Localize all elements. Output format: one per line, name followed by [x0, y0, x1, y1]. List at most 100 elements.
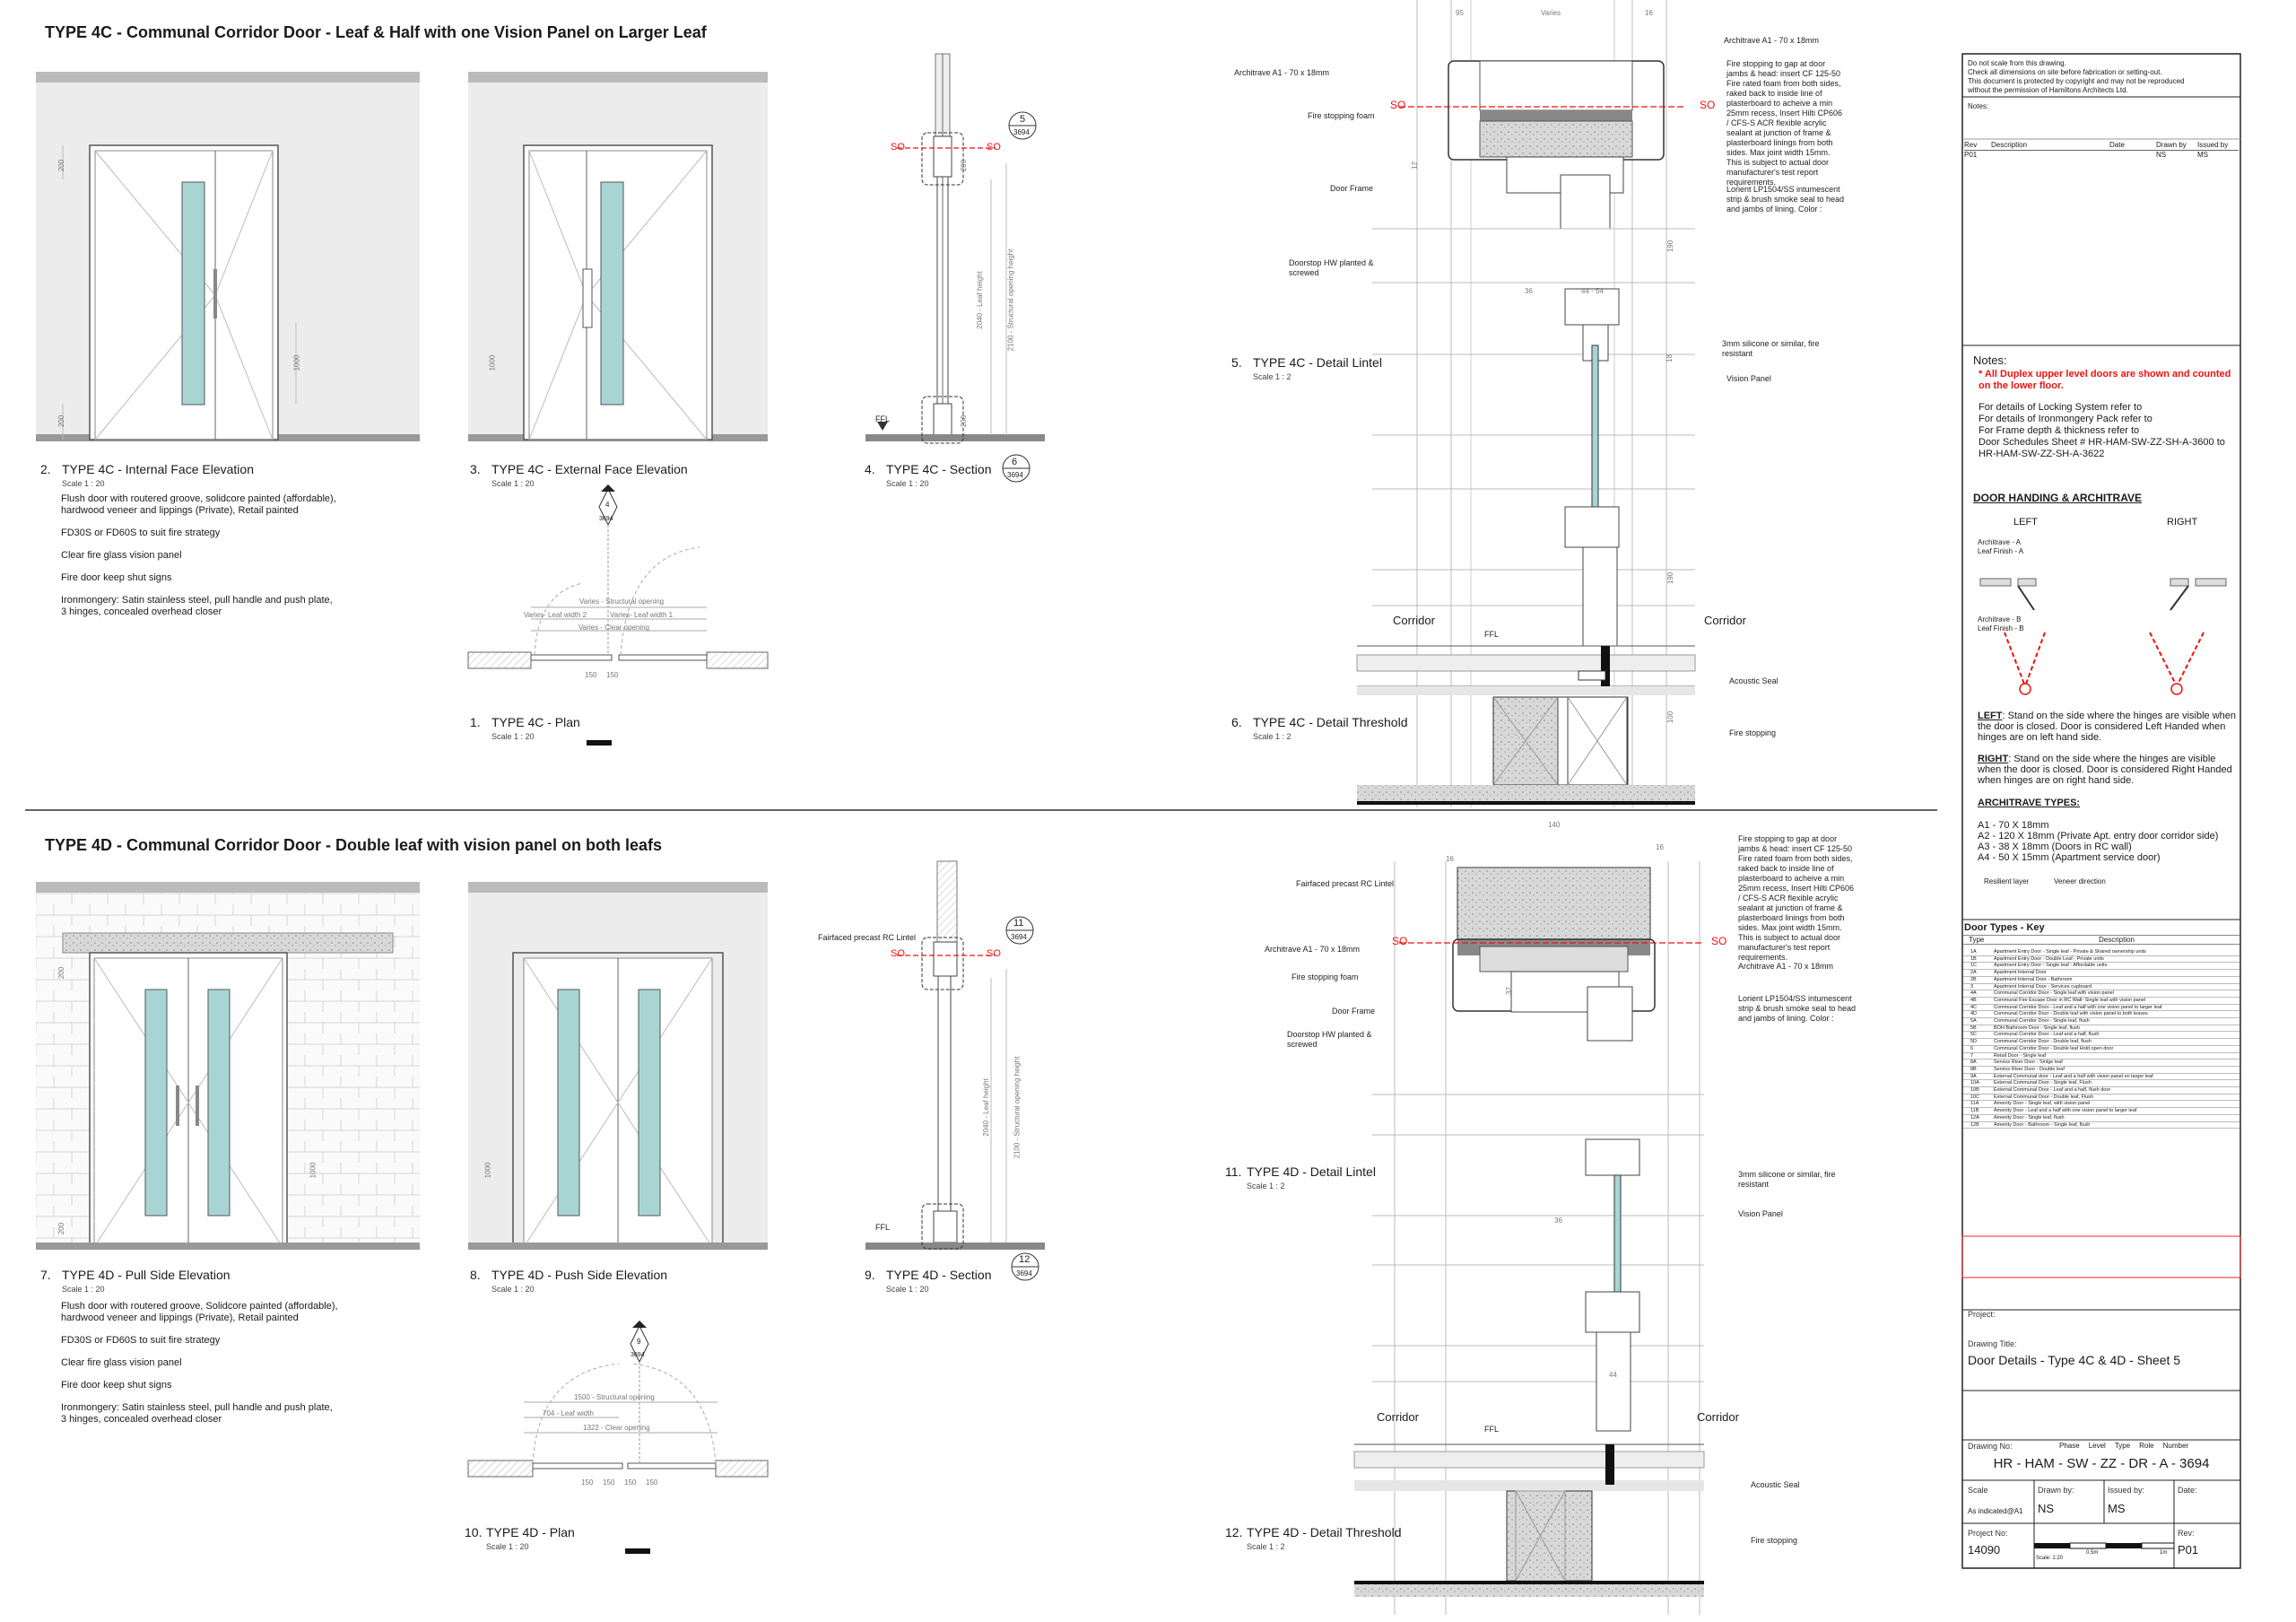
fire-stopping-line: / CFS-S ACR flexible acrylic: [1726, 118, 1827, 127]
schedule-ref-line: Door Schedules Sheet # HR-HAM-SW-ZZ-SH-A…: [1979, 437, 2225, 448]
dim-704: 704 - Leaf width: [543, 1409, 594, 1417]
view-10-plan: [467, 1321, 769, 1554]
schedule-ref-line: For details of Ironmongery Pack refer to: [1979, 414, 2152, 424]
view-1-plan: [467, 484, 769, 746]
door-type-code: 11A: [1970, 1101, 1979, 1107]
fire-stopping-line: 25mm recess, Insert Hilti CP606: [1726, 109, 1843, 118]
door-type-description: Apartment Entry Door - Single leaf - Pri…: [1994, 949, 2146, 955]
project-no-label: Project No:: [1968, 1529, 2008, 1538]
ann-vision-panel-11: Vision Panel: [1738, 1209, 1783, 1218]
titleblock-frame: [1961, 53, 2241, 1569]
door-type-description: Communal Corridor Door - Leaf and a half…: [1994, 1032, 2100, 1038]
callout-11-sheet: 3694: [1011, 933, 1027, 941]
callout-5-sheet: 3694: [1013, 128, 1030, 136]
dim-36: 36: [1525, 287, 1533, 295]
ann-acoustic-6: Acoustic Seal: [1729, 676, 1779, 685]
fire-stopping-line: jambs & head: insert CF 125-50: [1726, 69, 1841, 78]
so-marker-4c-left: SO: [891, 142, 905, 153]
callout-6-sheet: 3694: [1007, 471, 1023, 479]
dim-200-v4: 200: [960, 159, 969, 172]
handing-right-label: RIGHT: [2167, 517, 2198, 528]
ann-firestop-12: Fire stopping: [1751, 1536, 1798, 1545]
dim-varies-co: Varies - Clear opening: [578, 624, 650, 632]
ann-fire-foam-5: Fire stopping foam: [1308, 111, 1375, 120]
scale-bar-label: Scale: 1:20: [2036, 1556, 2064, 1561]
rev-value: P01: [2178, 1543, 2199, 1557]
callout-4-sheet: 3694: [599, 516, 613, 522]
dim-150-f: 150: [646, 1478, 658, 1487]
ffl-label-4c: FFL: [875, 414, 891, 423]
dim-1000-v7: 1000: [309, 1162, 317, 1179]
door-type-code: 6: [1970, 1045, 1974, 1051]
door-type-description: Apartment Internal Door - Bathroom: [1994, 976, 2073, 982]
label-corridor-12-left: Corridor: [1377, 1410, 1419, 1424]
architrave-type-item: A2 - 120 X 18mm (Private Apt. entry door…: [1978, 831, 2219, 842]
label-corridor-6-right: Corridor: [1704, 614, 1746, 627]
dim-95: 95: [1456, 9, 1464, 17]
section-title-4d: TYPE 4D - Communal Corridor Door - Doubl…: [45, 836, 663, 854]
drawn-by-value: NS: [2038, 1502, 2055, 1515]
door-type-code: 2B: [1970, 976, 1977, 982]
dim-140: 140: [1548, 821, 1561, 829]
handing-diagram-left: [1979, 578, 2046, 695]
ann-architrave-11: Architrave A1 - 70 x 18mm: [1265, 945, 1361, 954]
drawing-title: Door Details - Type 4C & 4D - Sheet 5: [1968, 1353, 2181, 1367]
view-4-section: [865, 53, 1045, 483]
door-type-row: 2B Apartment Internal Door - Bathroom: [1963, 977, 2239, 984]
door-type-code: 8A: [1970, 1060, 1977, 1066]
notes-4d: Flush door with routered groove, Solidco…: [61, 1301, 338, 1425]
schedule-ref-line: For Frame depth & thickness refer to: [1979, 425, 2140, 436]
door-type-description: Apartment Entry Door - Single leaf - Aff…: [1994, 963, 2108, 969]
ann-vision-panel-5: Vision Panel: [1726, 374, 1771, 383]
dim-150-a: 150: [585, 671, 597, 679]
schedule-ref-line: For details of Locking System refer to: [1979, 402, 2143, 413]
so-marker-4d-right: SO: [987, 948, 1001, 959]
architrave-type-item: A1 - 70 X 18mm: [1978, 820, 2049, 831]
left-hand-definition: LEFT: Stand on the side where the hinges…: [1978, 711, 2236, 743]
dim-varies-l2: Varies- Leaf width 2: [524, 611, 587, 619]
dim-18: 18: [1665, 354, 1674, 362]
issued-by-label: Issued by:: [2108, 1486, 2145, 1495]
fire-stopping-line: sides. Max joint width 15mm.: [1726, 148, 1831, 157]
drawing-no-label: Drawing No:: [1968, 1442, 2013, 1451]
door-type-description: Service Riser Door - Sinlge leaf: [1994, 1060, 2063, 1066]
dim-12: 12: [1410, 161, 1419, 170]
notes-4c: Flush door with routered groove, solidco…: [61, 493, 336, 617]
section-title-4c: TYPE 4C - Communal Corridor Door - Leaf …: [45, 23, 707, 41]
drawing-title-label: Drawing Title:: [1968, 1339, 2017, 1348]
dim-44-54: 44 - 54: [1581, 287, 1604, 295]
notes-heading: Notes:: [1973, 353, 2007, 367]
dim-leaf-height-4d: 2040 - Leaf height: [981, 1078, 990, 1137]
door-type-description: Communal Fire Escape Door in RC Wall- Si…: [1994, 997, 2146, 1003]
door-type-code: 2A: [1970, 970, 1977, 976]
dim-44: 44: [1609, 1371, 1617, 1379]
door-type-code: 9A: [1970, 1073, 1977, 1079]
legend-veneer: Veneer direction: [2054, 877, 2106, 885]
door-type-code: 5D: [1970, 1039, 1978, 1045]
architrave-types-title: ARCHITRAVE TYPES:: [1978, 798, 2081, 808]
lorient-line: strip & brush smoke seal to head: [1726, 195, 1845, 204]
door-type-code: 3: [1970, 983, 1974, 990]
fire-stopping-line: sides. Max joint width 15mm.: [1738, 923, 1842, 932]
door-types-key-header: Type Description: [1963, 935, 2239, 945]
dim-150-e: 150: [624, 1478, 637, 1487]
